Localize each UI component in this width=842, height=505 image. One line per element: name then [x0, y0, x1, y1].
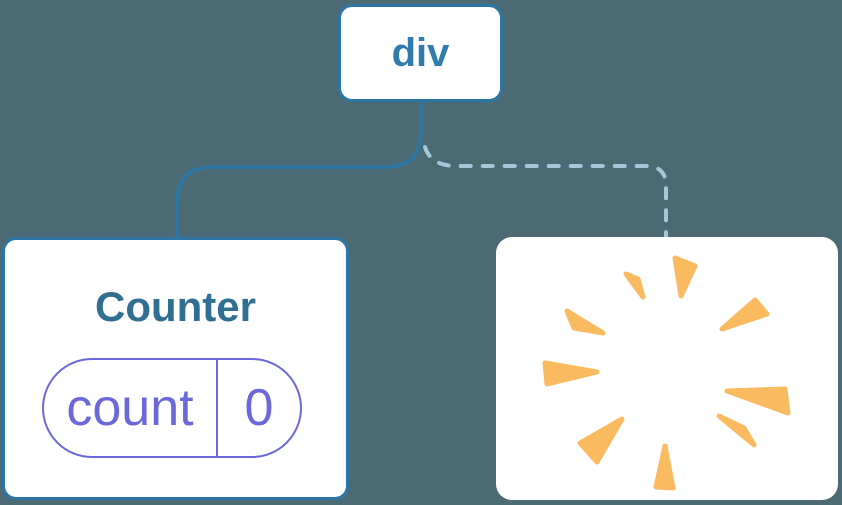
tree-node-div: div	[338, 4, 503, 102]
counter-node-title: Counter	[95, 283, 256, 330]
state-pill: count 0	[42, 358, 302, 458]
tree-node-removed	[496, 237, 838, 500]
poof-burst-icon	[542, 255, 791, 491]
tree-node-div-label: div	[391, 31, 450, 75]
tree-node-counter: Counter count 0	[2, 237, 349, 500]
state-pill-value: 0	[244, 379, 274, 437]
edge-div-to-counter	[175, 98, 423, 241]
edge-div-to-removed-node	[423, 145, 668, 241]
state-pill-key: count	[44, 360, 218, 456]
